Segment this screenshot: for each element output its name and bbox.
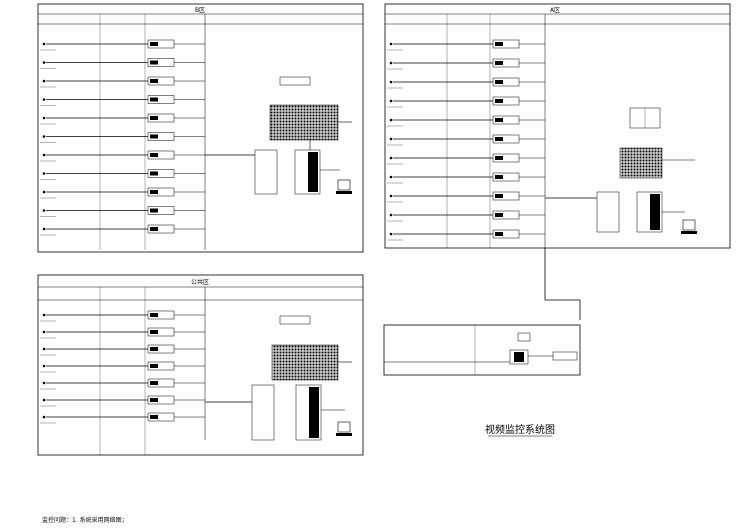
camera-branch [40,132,205,143]
zone-public-title: 公共区 [191,278,209,286]
camera-branch [387,96,545,108]
camera-branch [40,206,205,217]
camera-icon [42,227,46,231]
camera-icon [42,381,46,385]
camera-icon [42,347,46,351]
camera-branch [40,327,205,339]
zone-b-control-room [205,76,352,195]
camera-branch [40,395,205,407]
camera-icon [389,61,393,65]
zone-b-camera-rows [40,39,205,236]
camera-branch [40,187,205,199]
camera-icon [42,135,46,138]
diagram-title: 视频监控系统图 [485,423,555,436]
zone-public-control-room [205,315,352,441]
camera-icon [389,175,393,179]
camera-branch [40,344,205,356]
camera-branch [40,95,205,106]
camera-branch [387,210,545,222]
camera-branch [387,153,545,165]
camera-branch [387,172,545,184]
camera-icon [42,209,46,212]
camera-branch [40,361,205,373]
camera-branch [387,229,545,241]
camera-branch [40,224,205,236]
camera-icon [42,364,46,368]
camera-icon [42,61,46,64]
camera-branch [387,191,545,203]
camera-icon [42,153,46,157]
camera-icon [389,80,393,84]
camera-branch [40,310,205,322]
camera-icon [389,137,393,141]
camera-icon [42,172,46,175]
camera-icon [42,98,46,101]
camera-icon [389,99,393,103]
camera-branch [40,150,205,162]
camera-icon [42,313,46,317]
camera-icon [389,213,393,217]
camera-icon [42,330,46,334]
zone-a-panel: A区 [384,3,731,249]
zone-public-camera-rows [40,310,205,424]
camera-branch [40,113,205,125]
camera-branch [40,169,205,180]
zone-a-camera-rows [387,39,545,241]
camera-branch [40,76,205,88]
footnote: 监控问题：1. 系统采用网络图； [42,516,128,524]
camera-icon [42,398,46,402]
zone-public-panel: 公共区 [37,274,364,456]
camera-icon [42,42,46,46]
camera-icon [42,79,46,83]
camera-icon [389,232,393,236]
zone-a-lower-box [383,248,581,376]
camera-branch [40,39,205,51]
camera-branch [387,39,545,51]
zone-a-control-room [545,107,697,234]
camera-icon [42,116,46,120]
zone-a-title: A区 [550,7,560,14]
camera-icon [389,118,393,122]
camera-icon [389,194,393,198]
camera-branch [40,58,205,69]
camera-icon [42,415,46,419]
camera-branch [40,412,205,424]
camera-branch [387,58,545,70]
camera-icon [389,156,393,160]
zone-b-title: B区 [195,7,205,14]
camera-branch [387,115,545,127]
camera-icon [42,190,46,194]
camera-branch [387,134,545,146]
camera-icon [389,42,393,46]
camera-branch [387,77,545,89]
camera-branch [40,378,205,390]
